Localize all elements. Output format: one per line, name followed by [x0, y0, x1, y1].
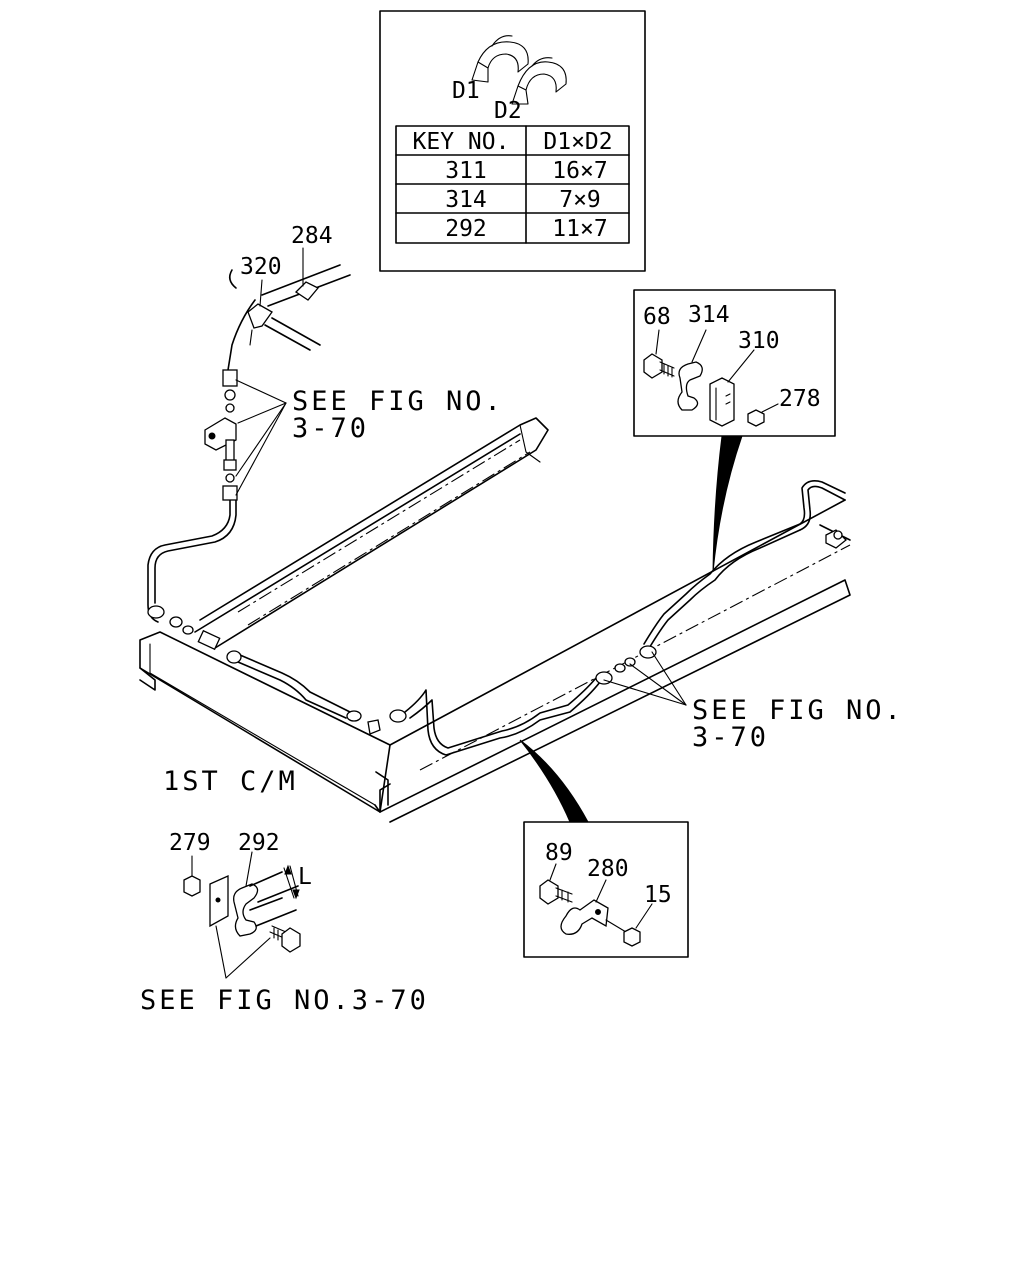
callout-320: 320	[240, 254, 282, 280]
reference-upper-line1: SEE FIG NO.	[292, 386, 504, 417]
d1-label: D1	[452, 78, 480, 104]
tee-fitting-icon	[367, 719, 381, 735]
flare-nut-icon	[226, 650, 242, 664]
leader-lines-right	[603, 651, 687, 706]
bolt-icon	[269, 925, 301, 953]
nut-279-icon	[183, 875, 201, 897]
dimension-label-l: L	[298, 864, 312, 890]
callout-292: 292	[238, 830, 280, 856]
washer-icon	[225, 473, 235, 483]
washer-icon	[169, 616, 183, 628]
washer-icon	[624, 657, 636, 667]
callout-279: 279	[169, 830, 211, 856]
clip-bracket-inset	[633, 289, 836, 573]
connector-icon	[223, 459, 237, 471]
table-cell-key: 314	[445, 187, 487, 213]
nut-15-icon	[623, 927, 641, 947]
clip-320-icon	[247, 303, 273, 329]
table-cell-key: 311	[445, 158, 487, 184]
table-header-key: KEY NO.	[413, 129, 510, 155]
callout-89: 89	[545, 840, 573, 866]
callout-314: 314	[688, 302, 730, 328]
reference-bottom: SEE FIG NO.3-70	[140, 985, 429, 1016]
nut-278-icon	[747, 409, 765, 427]
callout-278: 278	[779, 386, 821, 412]
clip-314-icon	[677, 361, 703, 411]
clip-cluster	[247, 247, 320, 346]
connector-icon	[197, 629, 221, 651]
clip-mount-detail	[183, 851, 301, 979]
clip-284-icon	[294, 281, 320, 301]
table-header-size: D1×D2	[543, 129, 612, 155]
inset-pointer	[519, 739, 589, 823]
reference-right-line2: 3-70	[692, 722, 769, 753]
washer-icon	[224, 389, 236, 401]
clip-292-icon	[233, 883, 259, 937]
nut-icon	[833, 530, 843, 540]
table-cell-size: 11×7	[552, 216, 607, 242]
frame-rail	[139, 417, 851, 823]
reference-upper-line2: 3-70	[292, 413, 369, 444]
inset-frame	[523, 821, 689, 958]
flare-nut-icon	[147, 605, 165, 619]
washer-icon	[614, 663, 626, 673]
table-cell-size: 16×7	[552, 158, 607, 184]
callout-15: 15	[644, 882, 672, 908]
flare-nut-icon	[639, 645, 657, 659]
d2-label: D2	[494, 98, 522, 124]
inset-pointer	[712, 435, 743, 573]
flare-nut-icon	[346, 710, 362, 722]
callout-68: 68	[643, 304, 671, 330]
table-cell-size: 7×9	[559, 187, 601, 213]
clip-size-inset: D1 D2 KEY NO. D1×D2 311 16×7 314 7×9 292…	[379, 10, 646, 272]
leader-lines-upper	[235, 379, 287, 496]
flare-nut-icon	[389, 709, 407, 723]
bolt-hole-icon	[208, 432, 216, 440]
clamp-inset	[519, 739, 689, 958]
reference-right-line1: SEE FIG NO.	[692, 695, 904, 726]
washer-icon	[225, 403, 235, 413]
callout-280: 280	[587, 856, 629, 882]
flare-nut-icon	[222, 485, 238, 501]
washer-icon	[182, 625, 194, 635]
callout-310: 310	[738, 328, 780, 354]
pipe-fittings	[147, 369, 847, 735]
double-clip-icon	[471, 35, 567, 105]
table-cell-key: 292	[445, 216, 487, 242]
crossmember-label: 1ST C/M	[163, 766, 298, 797]
flare-nut-icon	[222, 369, 238, 387]
bolt-icon	[643, 353, 675, 379]
clamp-280-icon	[560, 899, 609, 935]
size-table: KEY NO. D1×D2 311 16×7 314 7×9 292 11×7	[395, 125, 630, 244]
inset-frame	[379, 10, 646, 272]
bolt-icon	[539, 879, 573, 905]
callout-284: 284	[291, 223, 333, 249]
stud-icon	[225, 439, 235, 463]
